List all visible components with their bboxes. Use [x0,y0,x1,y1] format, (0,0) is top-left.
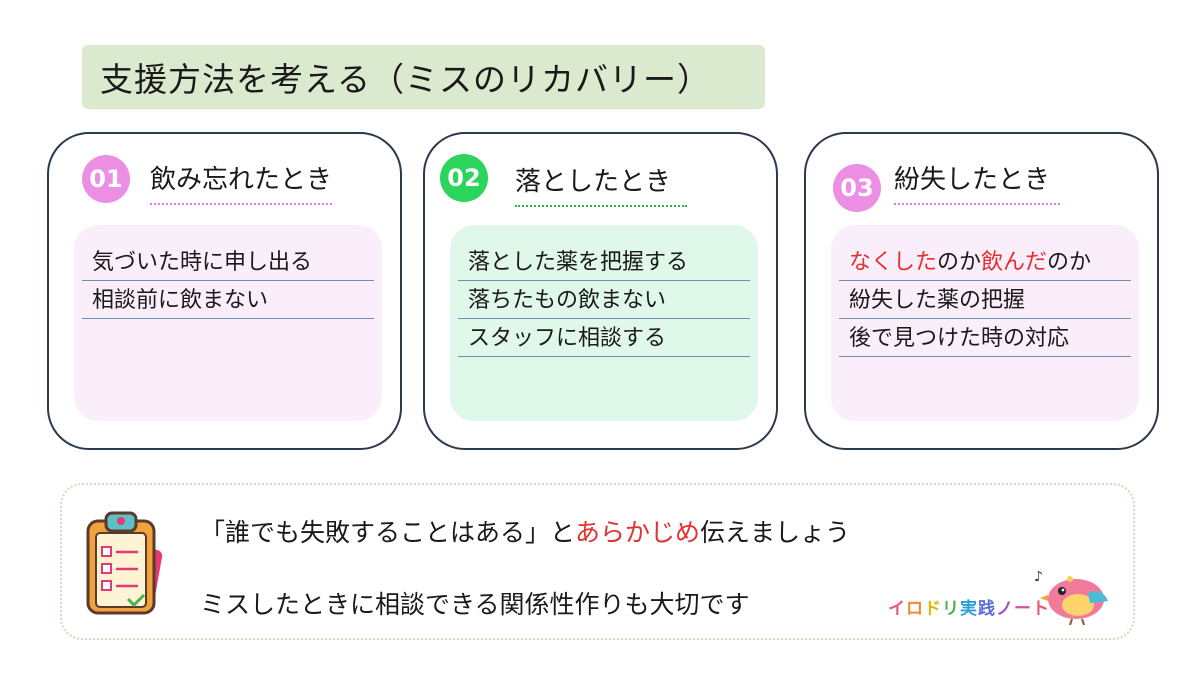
card-body: なくしたのか飲んだのか 紛失した薬の把握 後で見つけた時の対応 [831,225,1139,421]
card-heading: 紛失したとき [894,159,1061,205]
card-lost-medicine: 03 紛失したとき なくしたのか飲んだのか 紛失した薬の把握 後で見つけた時の対… [804,132,1159,450]
logo-char: ノ [996,599,1014,619]
list-item: 後で見つけた時の対応 [839,319,1131,357]
list-item: 紛失した薬の把握 [839,281,1131,319]
logo-char: ド [924,599,942,619]
card-number-badge: 01 [82,155,130,203]
list-item: スタッフに相談する [458,319,750,357]
logo-char: ロ [906,599,924,619]
card-number-badge: 02 [440,154,488,202]
logo-char: ト [1032,599,1050,619]
list-item: 落とした薬を把握する [458,243,750,281]
logo-char: リ [942,599,960,619]
message-line-2: ミスしたときに相談できる関係性作りも大切です [200,590,750,619]
message-box [60,483,1135,640]
page-title: 支援方法を考える（ミスのリカバリー） [82,45,765,109]
clipboard-checklist-icon [86,511,163,615]
list-item: 落ちたもの飲まない [458,281,750,319]
card-body: 落とした薬を把握する 落ちたもの飲まない スタッフに相談する [450,225,758,421]
logo-char: 践 [978,599,996,619]
card-heading: 落としたとき [515,161,688,207]
logo-char: ー [1014,599,1032,619]
card-body: 気づいた時に申し出る 相談前に飲まない [74,225,382,421]
svg-text:♪: ♪ [1034,569,1043,585]
logo-char: 実 [960,599,978,619]
logo-char: イ [888,599,906,619]
brand-logo: イロドリ実践ノート [888,594,1050,619]
message-line-1: 「誰でも失敗することはある」とあらかじめ伝えましょう [200,518,851,547]
bird-mascot-icon: ♪ [1034,569,1108,625]
card-heading: 飲み忘れたとき [150,159,333,205]
card-dropped-medicine: 02 落としたとき 落とした薬を把握する 落ちたもの飲まない スタッフに相談する [423,132,778,450]
card-missed-dose: 01 飲み忘れたとき 気づいた時に申し出る 相談前に飲まない [47,132,402,450]
list-item: 気づいた時に申し出る [82,243,374,281]
list-item: なくしたのか飲んだのか [839,243,1131,281]
card-number-badge: 03 [833,164,881,212]
list-item: 相談前に飲まない [82,281,374,319]
